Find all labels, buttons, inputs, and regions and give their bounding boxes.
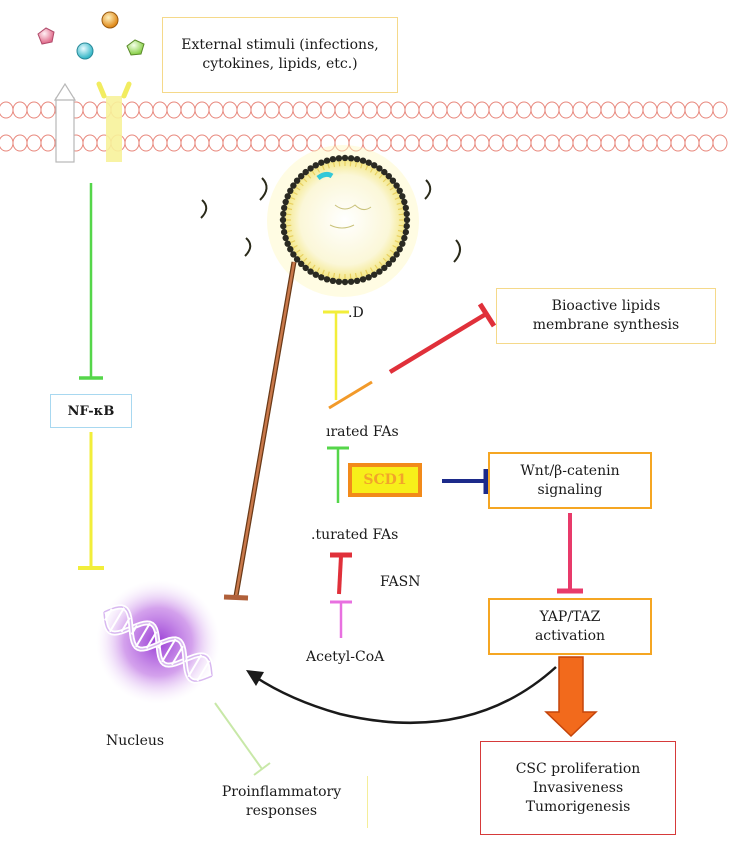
outcome-csc-proliferation: CSC proliferation	[515, 760, 641, 777]
nfkb-label: NF-κB	[67, 403, 115, 419]
wnt-line-1: Wnt/β-catenin	[520, 462, 620, 479]
inhibit-line-nucleus-to-proinflammatory	[214, 702, 271, 776]
proinflammatory-box: Proinflammatory responses	[196, 776, 368, 828]
outcomes-box: CSC proliferation Invasiveness Tumorigen…	[480, 741, 676, 835]
bioactive-lipids-box: Bioactive lipids membrane synthesis	[496, 288, 716, 344]
nfkb-box: NF-κB	[50, 394, 132, 428]
inhibit-line-nfkb-to-nucleus	[78, 432, 104, 570]
unsaturated-fas-label: ırated FAs	[326, 424, 399, 440]
inhibit-line-fasn	[330, 552, 352, 595]
receptor-white	[53, 82, 77, 163]
yap-line-2: activation	[534, 627, 606, 644]
inhibit-line-wnt-to-yap	[557, 513, 583, 594]
external-stimuli-line-1: External stimuli (infections,	[181, 37, 379, 53]
inhibit-line-droplet-to-nucleus	[223, 261, 297, 601]
saturated-fas-label: .turated FAs	[311, 527, 399, 543]
yap-line-1: YAP/TAZ	[539, 608, 601, 625]
proinflammatory-line-1: Proinflammatory	[221, 784, 342, 800]
bioactive-lipids-line-1: Bioactive lipids	[551, 298, 661, 314]
crescent-icons	[200, 177, 461, 263]
inhibit-line-scd1-to-wnt	[442, 469, 489, 494]
proinflammatory-line-2: responses	[245, 803, 318, 819]
outcome-tumorigenesis: Tumorigenesis	[525, 798, 631, 815]
external-stimuli-line-2: cytokines, lipids, etc.)	[202, 56, 358, 72]
nucleus-label: Nucleus	[106, 733, 165, 749]
inhibit-line-acetyl-coa	[330, 600, 352, 638]
scd1-box: SCD1	[348, 463, 422, 497]
external-stimuli-box: External stimuli (infections, cytokines,…	[162, 17, 398, 93]
ligand-molecules-icon	[37, 11, 145, 60]
dna-helix-icon	[101, 604, 215, 684]
nucleus-icon	[96, 580, 220, 704]
arrow-yap-to-nucleus	[246, 666, 557, 724]
inhibit-line-receptor-to-nfkb	[79, 183, 103, 380]
outcome-invasiveness: Invasiveness	[532, 779, 624, 796]
receptor-yellow	[96, 81, 132, 162]
arrow-yap-to-outcomes	[544, 656, 598, 738]
lipid-droplet-icon	[267, 145, 419, 297]
lipid-droplet-label: .D	[348, 305, 364, 321]
yap-taz-box: YAP/TAZ activation	[488, 598, 652, 655]
wnt-line-2: signaling	[537, 481, 603, 498]
wnt-box: Wnt/β-catenin signaling	[488, 452, 652, 509]
fasn-label: FASN	[380, 574, 421, 590]
inhibit-line-to-bioactive-lipids	[328, 302, 497, 410]
inhibit-line-scd1	[327, 446, 349, 503]
inhibit-line-fas-to-droplet	[323, 310, 349, 400]
bioactive-lipids-line-2: membrane synthesis	[532, 317, 680, 333]
scd1-label: SCD1	[363, 471, 407, 488]
acetyl-coa-label: Acetyl-CoA	[306, 649, 385, 665]
